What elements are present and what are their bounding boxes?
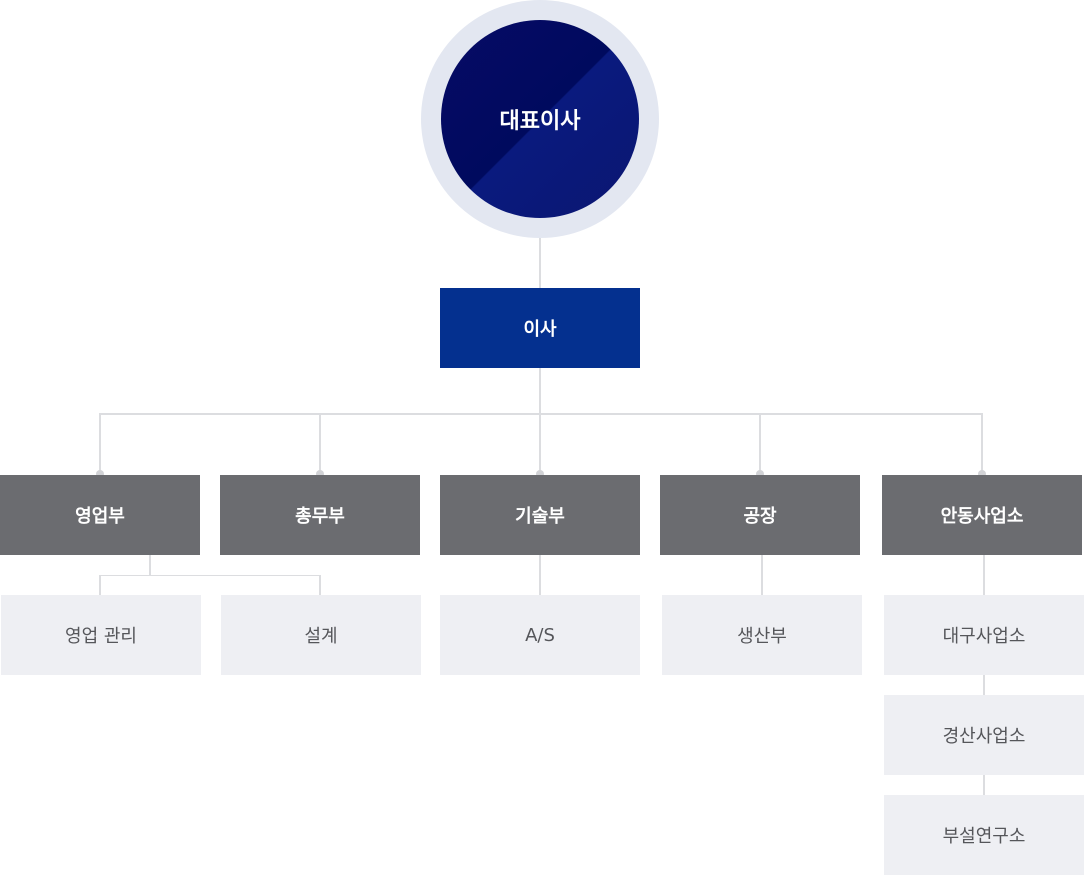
sub-after-service: A/S — [440, 595, 640, 675]
director-node: 이사 — [440, 288, 640, 368]
dept-label: 공장 — [743, 506, 777, 527]
sub-label: 생산부 — [737, 626, 787, 647]
dept-sales: 영업부 — [0, 475, 200, 555]
sub-gyeongsan-office: 경산사업소 — [884, 695, 1084, 775]
dept-label: 기술부 — [515, 506, 565, 527]
dept-andong-office: 안동사업소 — [882, 475, 1082, 555]
dept-label: 안동사업소 — [940, 506, 1024, 527]
connector-line — [99, 413, 983, 415]
sub-label: 부설연구소 — [942, 826, 1026, 847]
dept-technology: 기술부 — [440, 475, 640, 555]
connector-dot — [978, 470, 986, 478]
connector-line — [539, 238, 541, 288]
connector-line — [99, 575, 321, 576]
ceo-label: 대표이사 — [499, 109, 581, 134]
connector-line — [99, 575, 101, 595]
connector-line — [319, 413, 321, 475]
sub-label: 영업 관리 — [65, 626, 137, 647]
dept-factory: 공장 — [660, 475, 860, 555]
sub-daegu-office: 대구사업소 — [884, 595, 1084, 675]
connector-line — [99, 413, 101, 475]
dept-general-affairs: 총무부 — [220, 475, 420, 555]
connector-line — [759, 413, 761, 475]
connector-dot — [536, 470, 544, 478]
sub-design: 설계 — [221, 595, 421, 675]
connector-line — [149, 555, 151, 575]
connector-dot — [756, 470, 764, 478]
connector-line — [761, 555, 763, 595]
dept-label: 총무부 — [295, 506, 345, 527]
connector-line — [539, 555, 541, 595]
ceo-node: 대표이사 — [441, 20, 639, 218]
dept-label: 영업부 — [75, 506, 125, 527]
connector-dot — [316, 470, 324, 478]
director-label: 이사 — [523, 319, 557, 340]
connector-line — [319, 575, 321, 595]
sub-label: 대구사업소 — [942, 626, 1026, 647]
sub-label: 설계 — [304, 626, 338, 647]
connector-line — [981, 413, 983, 475]
sub-production: 생산부 — [662, 595, 862, 675]
connector-dot — [96, 470, 104, 478]
sub-sales-management: 영업 관리 — [1, 595, 201, 675]
connector-line — [539, 368, 541, 475]
sub-research-lab: 부설연구소 — [884, 795, 1084, 875]
sub-label: 경산사업소 — [942, 726, 1026, 747]
sub-label: A/S — [525, 624, 555, 646]
